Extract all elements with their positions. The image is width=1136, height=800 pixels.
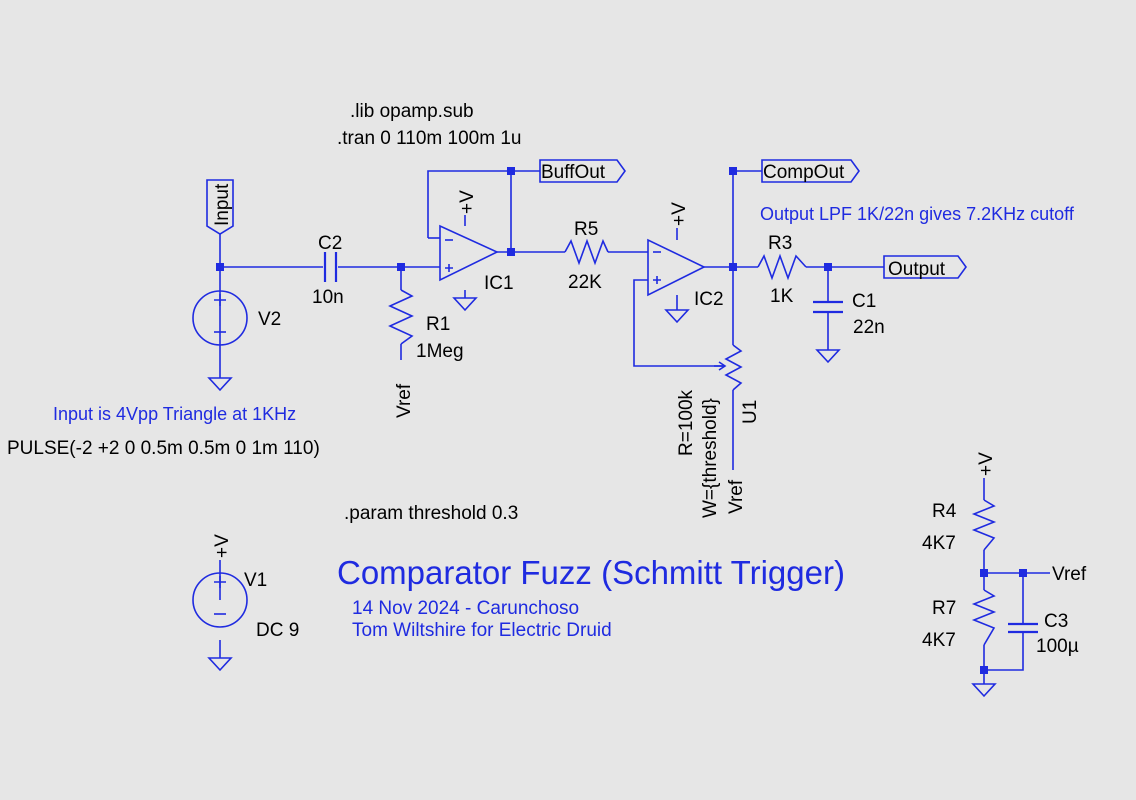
ic2-opamp-icon (647, 238, 706, 297)
r3-resistor-icon (757, 253, 807, 281)
param-directive: .param threshold 0.3 (344, 503, 518, 524)
r1-resistor-icon (388, 289, 414, 345)
lpf-note: Output LPF 1K/22n gives 7.2KHz cutoff (760, 204, 1075, 224)
pv-label-ic2: +V (669, 202, 690, 226)
c3-capacitor-icon (1008, 622, 1038, 634)
vref-label-r1: Vref (394, 383, 415, 418)
buffout-flag-icon (539, 159, 626, 183)
ground-icon (208, 657, 232, 671)
ground-icon (453, 297, 477, 311)
v1-name: V1 (244, 570, 267, 591)
v2-source-icon (192, 290, 248, 346)
pulse-spec: PULSE(-2 +2 0 0.5m 0.5m 0 1m 110) (7, 438, 320, 459)
r1-value: 1Meg (416, 341, 464, 362)
author-line: Tom Wiltshire for Electric Druid (352, 620, 612, 641)
input-flag-icon (206, 179, 234, 235)
vref-label-divider: Vref (1052, 564, 1087, 585)
ic2-name: IC2 (694, 289, 724, 310)
c2-name: C2 (318, 233, 342, 254)
r4-resistor-icon (971, 499, 997, 551)
schematic-title: Comparator Fuzz (Schmitt Trigger) (337, 554, 845, 591)
date-line: 14 Nov 2024 - Carunchoso (352, 598, 579, 619)
ground-icon (665, 309, 689, 323)
r7-name: R7 (932, 598, 956, 619)
r5-resistor-icon (564, 238, 609, 266)
r4-value: 4K7 (922, 533, 956, 554)
c3-name: C3 (1044, 611, 1068, 632)
pv-label-ic1: +V (457, 190, 478, 214)
input-note: Input is 4Vpp Triangle at 1KHz (53, 404, 296, 424)
ic1-opamp-icon (439, 224, 499, 282)
ground-icon (208, 377, 232, 391)
r3-name: R3 (768, 233, 792, 254)
wires (219, 170, 1050, 684)
c1-name: C1 (852, 291, 876, 312)
u1-w: W={threshold} (700, 398, 721, 518)
v2-name: V2 (258, 309, 281, 330)
c1-value: 22n (853, 317, 885, 338)
buffout-net-label: BuffOut (541, 162, 606, 183)
compout-net-label: CompOut (763, 162, 845, 183)
c3-value: 100µ (1036, 636, 1079, 657)
c2-capacitor-icon (323, 252, 338, 282)
r3-value: 1K (770, 286, 794, 307)
pv-label-v1: +V (212, 534, 233, 558)
c2-value: 10n (312, 287, 344, 308)
r1-name: R1 (426, 314, 450, 335)
r5-value: 22K (568, 272, 602, 293)
compout-flag-icon (761, 159, 860, 183)
input-net-label: Input (212, 183, 233, 226)
u1-potentiometer-icon (714, 344, 743, 391)
r7-value: 4K7 (922, 630, 956, 651)
output-net-label: Output (888, 259, 946, 280)
output-flag-icon (883, 255, 967, 279)
pv-label-r4: +V (976, 452, 997, 476)
tran-directive: .tran 0 110m 100m 1u (337, 128, 521, 149)
r4-name: R4 (932, 501, 957, 522)
c1-capacitor-icon (813, 300, 843, 314)
r5-name: R5 (574, 219, 598, 240)
v1-source-icon (192, 572, 248, 628)
u1-r: R=100k (676, 389, 697, 456)
v1-value: DC 9 (256, 620, 299, 641)
r7-resistor-icon (971, 589, 997, 646)
ground-icon (816, 349, 840, 363)
u1-name: U1 (740, 400, 761, 424)
lib-directive: .lib opamp.sub (350, 101, 474, 122)
vref-label-u1: Vref (726, 479, 747, 514)
junctions (216, 167, 1027, 674)
ic1-name: IC1 (484, 273, 514, 294)
ground-icon (972, 683, 996, 697)
